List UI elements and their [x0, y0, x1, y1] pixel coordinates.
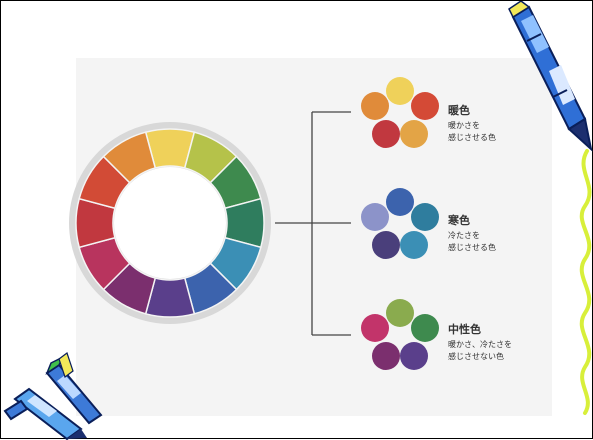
color-dot — [361, 314, 389, 342]
wheel-center — [114, 167, 226, 279]
label-neutral-line1: 暖かさ、冷たさを — [448, 340, 512, 349]
color-dot — [372, 342, 400, 370]
label-neutral-title: 中性色 — [448, 323, 481, 336]
color-dot — [411, 92, 439, 120]
yellow-squiggle-icon — [579, 149, 592, 415]
label-neutral: 中性色 暖かさ、冷たさを 感じさせない色 — [448, 321, 512, 363]
color-dot — [411, 314, 439, 342]
label-cool: 寒色 冷たさを 感じさせる色 — [448, 212, 496, 254]
color-dot — [361, 92, 389, 120]
label-warm-line2: 感じさせる色 — [448, 133, 496, 142]
color-dot — [400, 342, 428, 370]
label-neutral-line2: 感じさせない色 — [448, 352, 504, 361]
color-dot — [386, 299, 414, 327]
label-warm-line1: 暖かさを — [448, 121, 480, 130]
label-warm: 暖色 暖かさを 感じさせる色 — [448, 102, 496, 144]
color-dot — [400, 120, 428, 148]
bracket-lines — [275, 111, 351, 336]
cool-dots — [361, 188, 439, 259]
color-dot — [386, 188, 414, 216]
color-dot — [372, 120, 400, 148]
color-dot — [386, 77, 414, 105]
color-dot — [361, 203, 389, 231]
label-cool-title: 寒色 — [448, 214, 470, 227]
crayons-bottom-left-icon — [3, 352, 103, 440]
crayon-top-right-icon — [508, 1, 593, 152]
neutral-dots — [361, 299, 439, 370]
label-cool-line1: 冷たさを — [448, 231, 480, 240]
color-wheel — [69, 122, 271, 324]
color-dot — [411, 203, 439, 231]
color-dot — [372, 231, 400, 259]
wheel-segment — [102, 131, 157, 184]
label-warm-title: 暖色 — [448, 104, 470, 117]
warm-dots — [361, 77, 439, 148]
color-dot — [400, 231, 428, 259]
label-cool-line2: 感じさせる色 — [448, 243, 496, 252]
